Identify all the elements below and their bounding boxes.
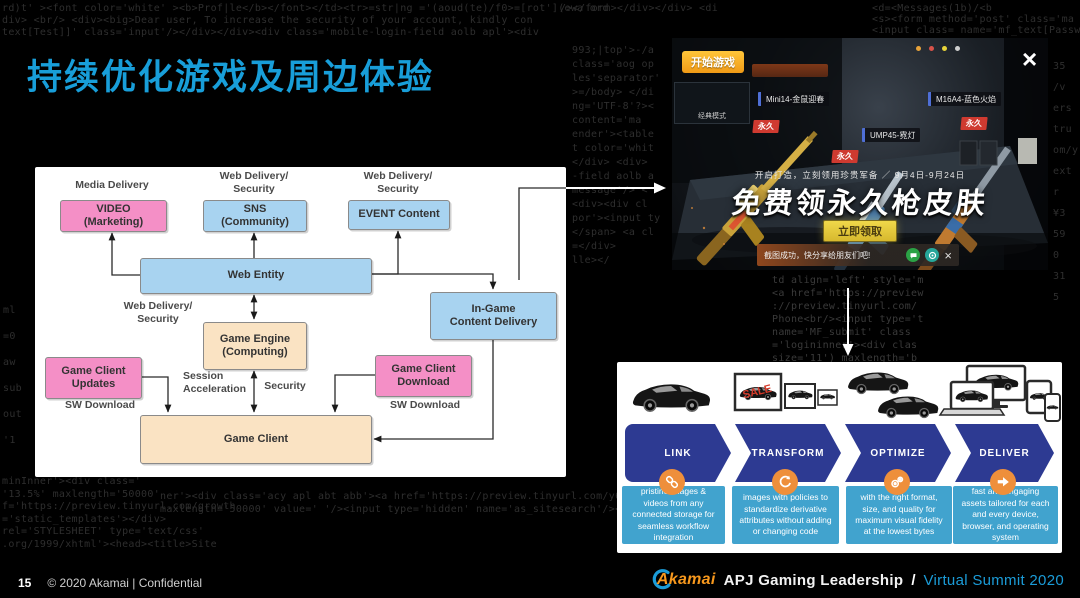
weapon-label-m16a4: M16A4-蓝色火焰 <box>928 92 1002 106</box>
toast-close-icon[interactable]: × <box>944 247 952 263</box>
promo-headline: 免费领永久枪皮肤 <box>729 188 990 220</box>
copyright: © 2020 Akamai | Confidential <box>47 576 203 590</box>
gold-gun-image <box>696 130 818 266</box>
background-code-line: <s><form method='post' class='ma <box>872 14 1075 25</box>
permanent-badge: 永久 <box>960 117 988 130</box>
box-game-client: Game Client <box>140 415 372 464</box>
step-label: TRANSFORM <box>751 447 825 459</box>
background-code-line: text[Test]]' class='input'/></div></div>… <box>2 27 540 38</box>
badge-icon <box>929 46 934 51</box>
step-description: with the right format, size, and quality… <box>846 486 952 544</box>
flowchart-arrows <box>108 187 566 443</box>
akamai-wordmark: Akamai <box>656 571 716 588</box>
box-game-client-download: Game Client Download <box>375 355 472 397</box>
box-web-entity: Web Entity <box>140 258 372 294</box>
background-code-line: div> <br/> <div><big>Dear user, To incre… <box>2 15 533 26</box>
link-icon <box>659 469 685 495</box>
optimized-cars-image <box>847 371 939 419</box>
box-event-content: EVENT Content <box>348 200 450 230</box>
step-label: DELIVER <box>979 447 1030 459</box>
step-description: images with policies to standardize deri… <box>732 486 839 544</box>
background-code-line: rd)t' ><font color='white' ><b>Prof|le</… <box>2 3 609 14</box>
pipeline-images: SALE <box>632 364 1061 422</box>
lobby-cards <box>959 138 1037 166</box>
promo-subline: 开启打造，立刻领用珍贵军备 ／ 9月4日-9月24日 <box>754 170 966 180</box>
background-code-block: minInner'><div class=' '13.5%' maxlength… <box>2 476 236 550</box>
flowchart-panel: Media Delivery Web Delivery/ Security We… <box>35 167 566 477</box>
warning-icon <box>942 46 947 51</box>
event-separator: / <box>911 571 916 589</box>
toast-text: 截图成功，快分享给朋友们吧! <box>764 250 871 260</box>
label-web-delivery-security-2: Web Delivery/ Security <box>363 170 433 195</box>
label-session-acceleration: Session Acceleration <box>183 370 247 395</box>
box-game-client-updates: Game Client Updates <box>45 357 142 399</box>
background-code-line: ner'><div class='acy apl abt abb'><a hre… <box>160 491 685 502</box>
box-in-game-content-delivery: In-Game Content Delivery <box>430 292 557 340</box>
claim-button[interactable]: 立即领取 <box>823 220 897 242</box>
share-wechat-icon[interactable] <box>906 248 921 262</box>
weapon-label-mini14: Mini14-金鼠迎春 <box>758 92 830 106</box>
akamai-swoosh-icon <box>652 569 671 590</box>
framed-car-images: SALE <box>733 372 838 412</box>
event-banner <box>752 64 828 77</box>
background-code-column: ml =0 aw sub out '1 <box>3 305 22 446</box>
permanent-badge: 永久 <box>831 150 859 163</box>
background-code-line: <d=<Messages(1b)/<b <box>872 3 993 14</box>
gears-icon <box>884 469 910 495</box>
pipeline-step-deliver: DELIVER <box>955 424 1054 482</box>
footer-left: 15 © 2020 Akamai | Confidential <box>18 576 202 590</box>
arrow-icon <box>990 469 1016 495</box>
share-moments-icon[interactable] <box>925 248 940 262</box>
background-code-column: 35 /v ers tru om/y ext r ¥3 59 0 31 5 <box>1053 61 1079 303</box>
event-title: APJ Gaming Leadership <box>723 571 904 589</box>
event-subtitle: Virtual Summit 2020 <box>923 571 1064 589</box>
box-game-engine: Game Engine (Computing) <box>203 322 307 370</box>
label-sw-download-left: SW Download <box>65 399 135 411</box>
background-code-line: /></form></div></div> <di <box>560 3 719 14</box>
game-screenshot: 开始游戏 经典模式 Mini14-金鼠迎春 UMP45-霓灯 M16A4-蓝色火… <box>672 38 1048 270</box>
devices-image <box>938 364 1061 422</box>
label-security: Security <box>264 380 306 392</box>
start-game-button[interactable]: 开始游戏 <box>682 51 744 73</box>
box-video-marketing: VIDEO (Marketing) <box>60 200 167 232</box>
page-title: 持续优化游戏及周边体验 <box>27 58 435 98</box>
background-code-line: <input class= name='mf_text[Password]' <box>872 25 1080 36</box>
mode-caption: 经典模式 <box>698 113 726 120</box>
page-number: 15 <box>18 576 32 590</box>
car-image <box>632 383 711 412</box>
mode-thumbnail[interactable]: 经典模式 <box>674 82 750 124</box>
step-label: LINK <box>664 447 692 459</box>
label-media-delivery: Media Delivery <box>75 179 149 191</box>
screenshot-toast: 截图成功，快分享给朋友们吧! × <box>757 244 959 266</box>
permanent-badge: 永久 <box>752 120 780 133</box>
label-web-delivery-security-3: Web Delivery/ Security <box>123 300 193 325</box>
mail-icon <box>955 46 960 51</box>
background-code-column: 993;|top'>-/a class='aog op les'separato… <box>572 45 661 266</box>
weapon-label-ump45: UMP45-霓灯 <box>862 128 921 142</box>
image-pipeline-panel: SALE <box>617 362 1062 553</box>
refresh-icon <box>772 469 798 495</box>
label-web-delivery-security-1: Web Delivery/ Security <box>219 170 289 195</box>
hud-icons <box>916 46 960 51</box>
step-description: pristine images & videos from any connec… <box>622 486 725 544</box>
background-code-block: td align='left' style='m <a href='https:… <box>772 275 924 364</box>
close-icon[interactable]: × <box>1022 44 1038 74</box>
akamai-logo: Akamai <box>651 569 716 591</box>
coin-icon <box>916 46 921 51</box>
step-label: OPTIMIZE <box>870 447 926 459</box>
box-sns-community: SNS (Community) <box>203 200 307 232</box>
label-sw-download-right: SW Download <box>390 399 460 411</box>
footer-right: Akamai APJ Gaming Leadership / Virtual S… <box>651 569 1064 591</box>
